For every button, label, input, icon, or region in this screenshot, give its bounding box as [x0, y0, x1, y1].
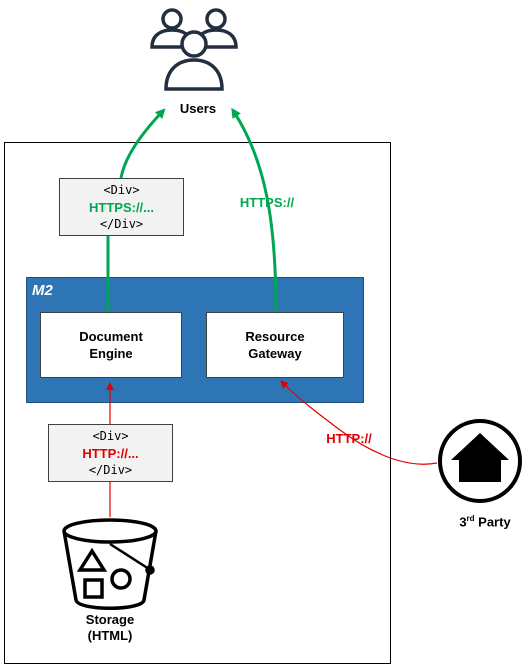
- http-protocol-text: HTTP://...: [82, 446, 139, 461]
- third-party-http-label: HTTP://: [326, 431, 372, 446]
- resource-gateway-box: Resource Gateway: [206, 312, 344, 378]
- storage-label: Storage (HTML): [85, 612, 135, 643]
- third-party-label: 3rd Party: [459, 514, 511, 530]
- m2-label: M2: [32, 282, 53, 299]
- document-engine-box: Document Engine: [40, 312, 182, 378]
- third-party-to-gateway-arrow: [280, 380, 438, 465]
- http-div-box: <Div> HTTP://... </Div>: [48, 424, 173, 482]
- users-group-icon: [150, 8, 238, 91]
- home-icon: [438, 419, 522, 503]
- div-open-tag: <Div>: [92, 429, 129, 443]
- system-boundary: [4, 142, 391, 664]
- users-label: Users: [179, 101, 217, 116]
- https-protocol-text: HTTPS://...: [89, 200, 154, 215]
- document-engine-to-users-arrow-upper: [119, 108, 166, 179]
- gateway-to-users-arrow: [231, 107, 278, 313]
- div-open-tag: <Div>: [103, 183, 140, 197]
- div-close-tag: </Div>: [99, 217, 144, 231]
- https-div-box: <Div> HTTPS://... </Div>: [59, 178, 184, 236]
- div-close-tag: </Div>: [88, 463, 133, 477]
- storage-bucket-icon: [62, 518, 158, 610]
